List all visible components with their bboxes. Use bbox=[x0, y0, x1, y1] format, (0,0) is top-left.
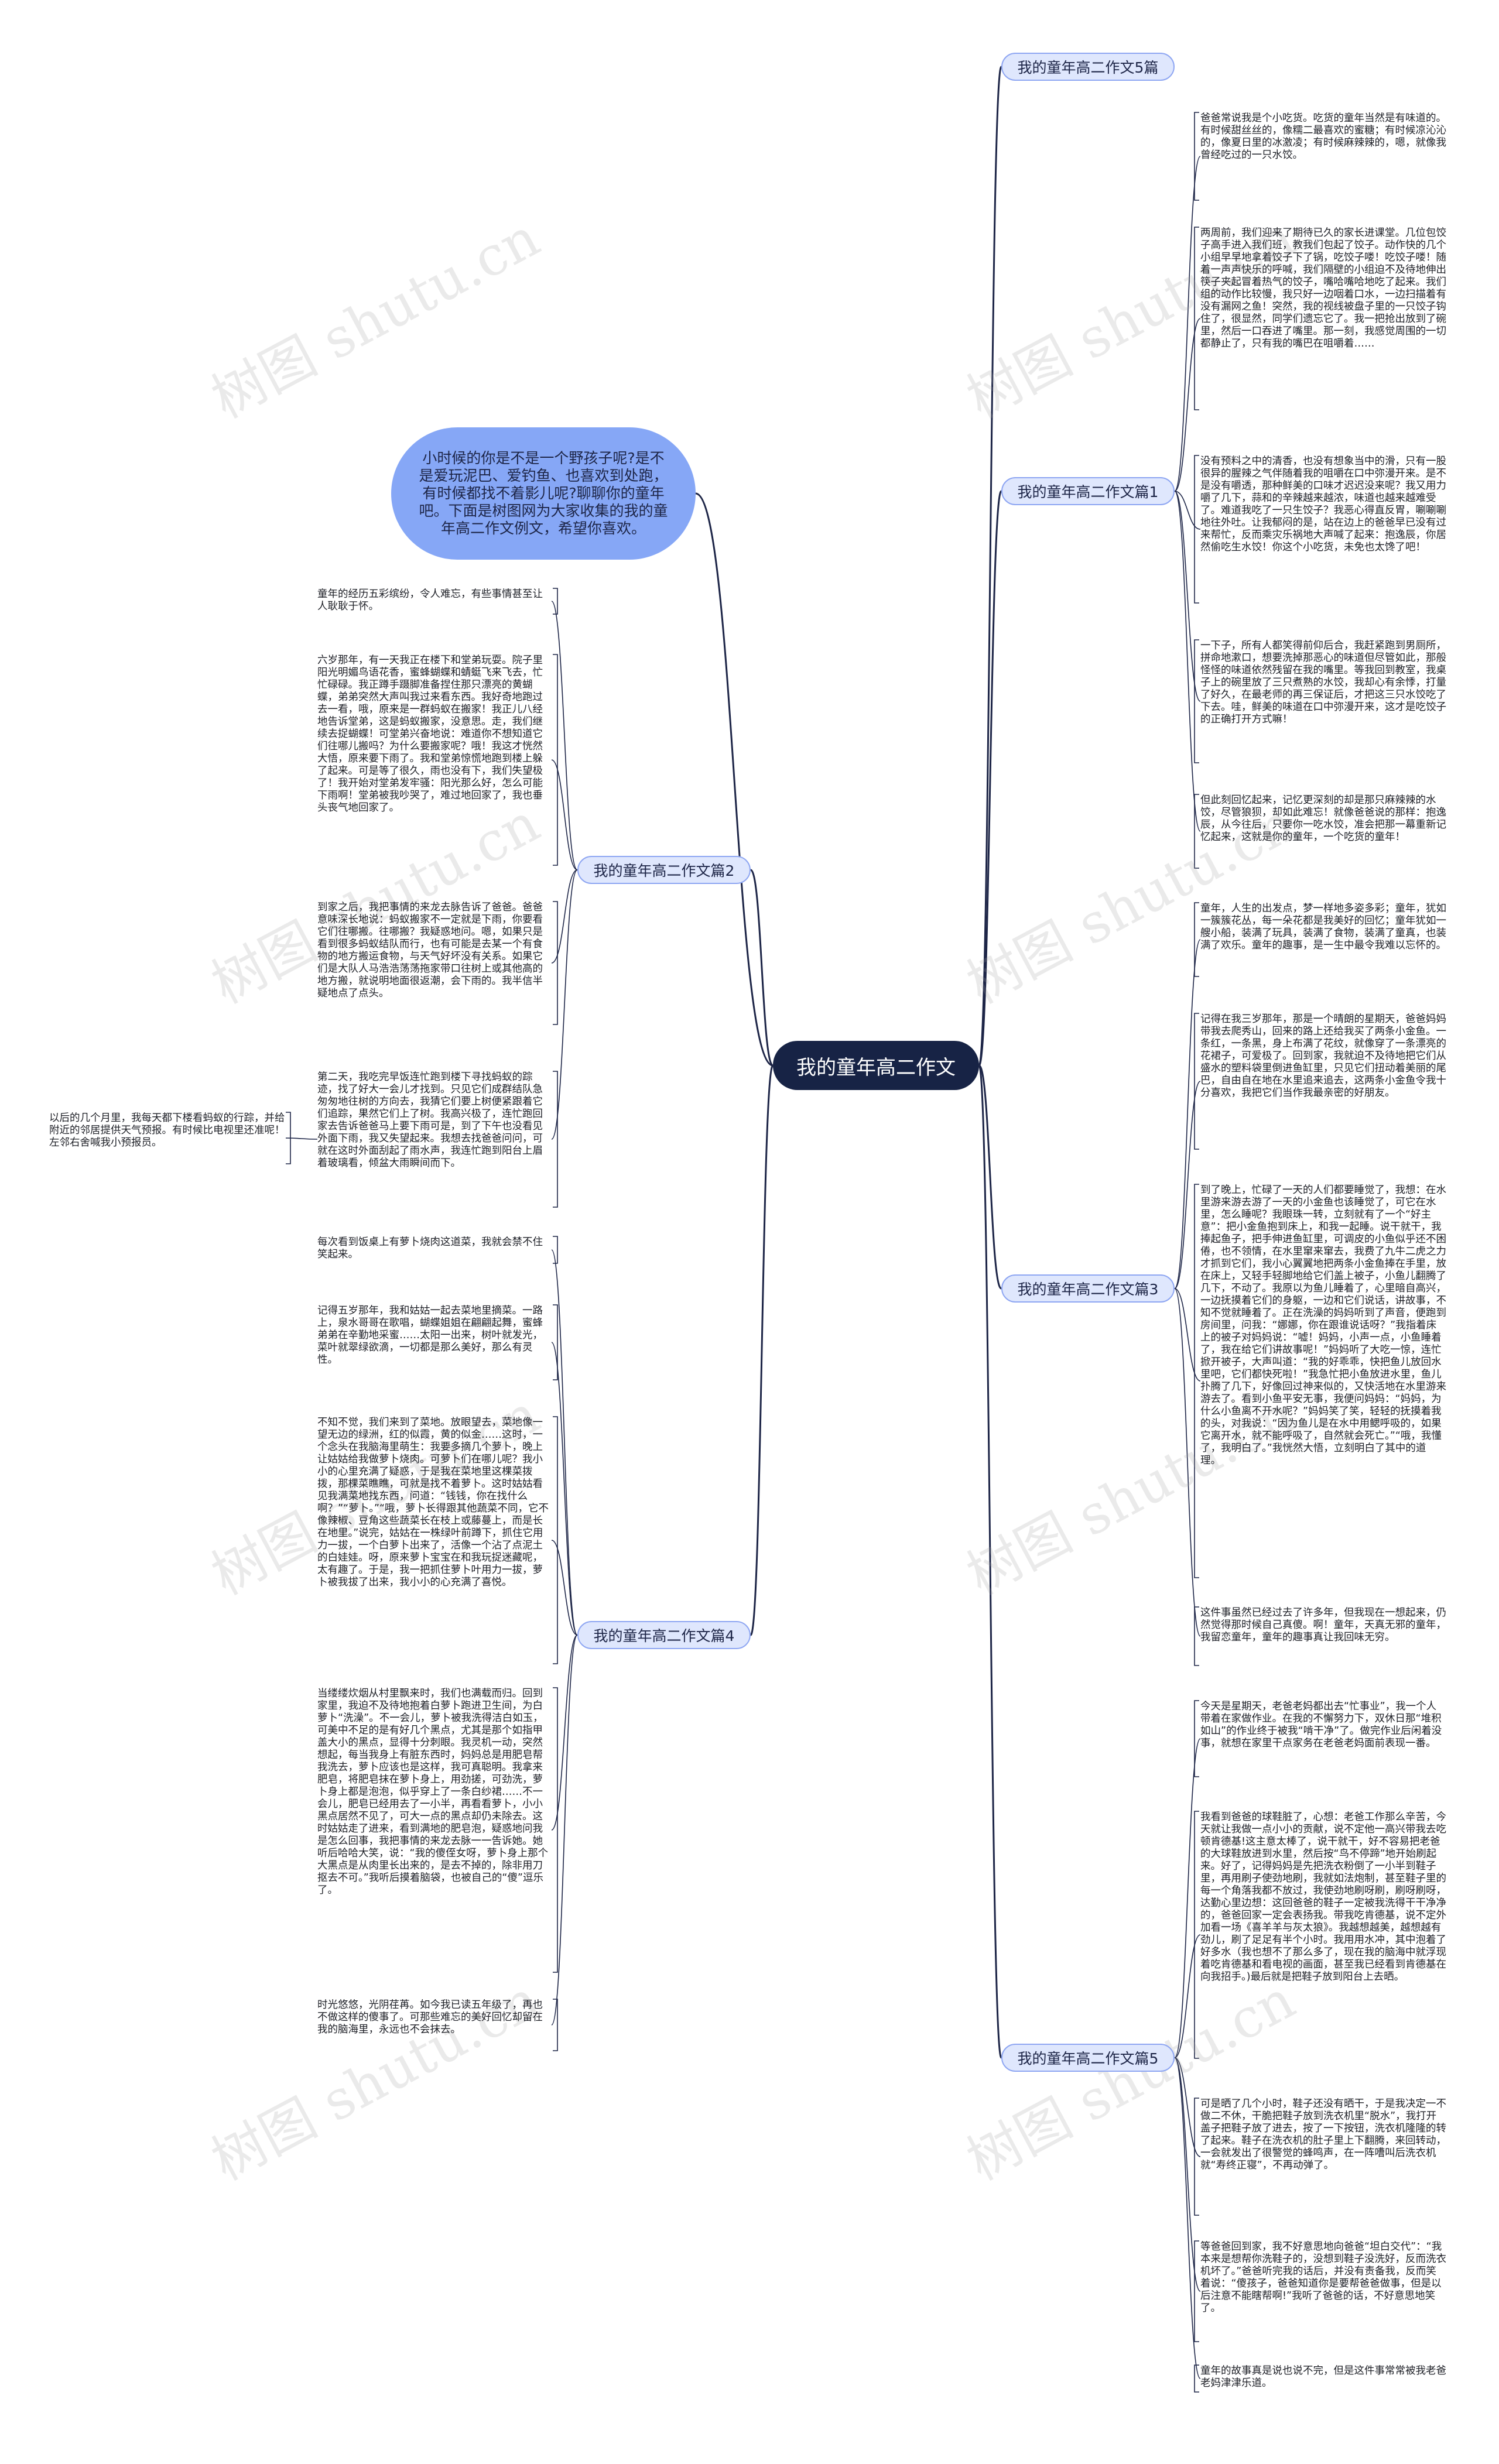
leaf-text: 以后的几个月里，我每天都下楼看蚂蚁的行踪，并给附近的邻居提供天气预报。有时候比电… bbox=[49, 1112, 285, 1149]
connector-line bbox=[750, 1064, 774, 1636]
leaf-text: 这件事虽然已经过去了许多年，但我现在一想起来，仍然觉得那时候自己真傻。啊！童年，… bbox=[1200, 1607, 1446, 1643]
connector-line bbox=[750, 869, 774, 1067]
connector-line bbox=[1174, 318, 1201, 492]
connector-line bbox=[553, 1304, 558, 1380]
connector-line bbox=[551, 869, 578, 1140]
connector-line bbox=[978, 1064, 1002, 1290]
connector-line bbox=[1194, 1606, 1199, 1666]
leaf-text: 到了晚上，忙碌了一天的人们都要睡觉了，我想：在水里游来游去游了一天的小金鱼也该睡… bbox=[1200, 1184, 1446, 1466]
connector-line bbox=[553, 654, 558, 866]
leaf-text: 当缕缕炊烟从村里飘来时，我们也满载而归。回到家里，我迫不及待地抱着白萝卜跑进卫生… bbox=[317, 1688, 549, 1896]
connector-line bbox=[1194, 1013, 1199, 1150]
leaf-text: 爸爸常说我是个小吃货。吃货的童年当然是有味道的。有时候甜丝丝的，像糯二最喜欢的蜜… bbox=[1200, 112, 1446, 161]
leaf-text: 我看到爸爸的球鞋脏了，心想：老爸工作那么辛苦，今天就让我做一点小小的贡献，说不定… bbox=[1200, 1811, 1446, 1983]
connector-line bbox=[1194, 2364, 1199, 2393]
connector-line bbox=[1174, 2057, 1201, 2292]
branch-essay-5[interactable]: 我的童年高二作文篇5 bbox=[1001, 2044, 1175, 2072]
connector-line bbox=[551, 1540, 578, 1636]
connector-line bbox=[1174, 1288, 1201, 1382]
connector-line bbox=[978, 1064, 1002, 2059]
leaf-text: 时光悠悠，光阴荏苒。如今我已读五年级了，再也不做这样的傻事了。可那些难忘的美好回… bbox=[317, 1999, 543, 2035]
center-topic[interactable]: 我的童年高二作文 bbox=[773, 1041, 979, 1090]
intro-node[interactable]: 小时候的你是不是一个野孩子呢?是不是爱玩泥巴、爱钓鱼、也喜欢到处跑，有时候都找不… bbox=[391, 427, 696, 560]
leaf-text: 记得在我三岁那年，那是一个晴朗的星期天，爸爸妈妈带我去爬秀山，回来的路上还给我买… bbox=[1200, 1013, 1446, 1099]
leaf-text: 两周前，我们迎来了期待已久的家长进课堂。几位包饺子高手进入我们班，教我们包起了饺… bbox=[1200, 227, 1446, 349]
connector-line bbox=[695, 492, 774, 1067]
connector-line bbox=[1174, 491, 1201, 530]
branch-essay-3[interactable]: 我的童年高二作文篇3 bbox=[1001, 1274, 1175, 1303]
connector-line bbox=[551, 1634, 578, 1831]
leaf-text: 每次看到饭桌上有萝卜烧肉这道菜，我就会禁不住笑起来。 bbox=[317, 1236, 543, 1260]
leaf-text: 可是晒了几个小时，鞋子还没有晒干，于是我决定一不做二不休，干脆把鞋子放到洗衣机里… bbox=[1200, 2098, 1446, 2171]
connector-line bbox=[553, 901, 558, 1025]
connector-line bbox=[551, 1634, 578, 2026]
connector-line bbox=[551, 601, 578, 871]
connector-line bbox=[553, 1071, 558, 1208]
connector-line bbox=[1194, 1184, 1199, 1578]
connector-line bbox=[1194, 2240, 1199, 2342]
connector-line bbox=[1174, 1934, 1201, 2058]
connector-line bbox=[285, 1137, 318, 1140]
connector-line bbox=[1194, 639, 1199, 763]
leaf-text: 童年的经历五彩缤纷，令人难忘，有些事情甚至让人耿耿于怀。 bbox=[317, 588, 543, 612]
branch-essay-1[interactable]: 我的童年高二作文篇1 bbox=[1001, 477, 1175, 505]
leaf-text: 记得五岁那年，我和姑姑一起去菜地里摘菜。一路上，泉水哥哥在歌唱，蝴蝶姐姐在翩翩起… bbox=[317, 1305, 543, 1366]
leaf-text: 童年，人生的出发点，梦一样地多姿多彩；童年，犹如一簇簇花丛，每一朵花都是我美好的… bbox=[1200, 903, 1446, 951]
connector-line bbox=[1194, 455, 1199, 604]
connector-line bbox=[551, 869, 578, 964]
leaf-text: 童年的故事真是说也说不完，但是这件事常常被我老爸老妈津津乐道。 bbox=[1200, 2365, 1446, 2389]
connector-line bbox=[978, 490, 1002, 1067]
leaf-text: 六岁那年，有一天我正在楼下和堂弟玩耍。院子里阳光明媚鸟语花香，蜜蜂蝴蝶和蜻蜓飞来… bbox=[317, 654, 543, 814]
connector-line bbox=[1174, 1738, 1201, 2058]
connector-line bbox=[1194, 2098, 1199, 2216]
connector-line bbox=[1174, 156, 1201, 492]
connector-line bbox=[553, 588, 558, 615]
connector-line bbox=[1174, 2057, 1201, 2157]
leaf-text: 今天是星期天，老爸老妈都出去“忙事业”，我一个人带着在家做作业。在我的不懈努力下… bbox=[1200, 1701, 1442, 1749]
branch-overview[interactable]: 我的童年高二作文5篇 bbox=[1001, 53, 1175, 81]
connector-line bbox=[1174, 491, 1201, 832]
connector-line bbox=[553, 1687, 558, 1973]
connector-line bbox=[1194, 1811, 1199, 2059]
connector-line bbox=[553, 1236, 558, 1264]
connector-line bbox=[1174, 491, 1201, 702]
connector-line bbox=[1194, 1700, 1199, 1777]
connector-line bbox=[286, 1112, 291, 1164]
connector-line bbox=[551, 759, 578, 871]
connector-line bbox=[1194, 112, 1199, 201]
leaf-text: 不知不觉，我们来到了菜地。放眼望去，菜地像一望无边的绿洲，红的似霞，黄的似金……… bbox=[317, 1417, 549, 1588]
connector-line bbox=[978, 66, 1002, 1067]
connector-line bbox=[1174, 939, 1201, 1289]
leaf-text: 第二天，我吃完早饭连忙跑到楼下寻找蚂蚁的踪迹，找了好大一会儿才找到。只见它们成群… bbox=[317, 1071, 543, 1169]
connector-line bbox=[551, 1342, 578, 1636]
connector-line bbox=[1194, 794, 1199, 869]
branch-essay-2[interactable]: 我的童年高二作文篇2 bbox=[577, 856, 751, 884]
connector-line bbox=[1174, 1288, 1201, 1637]
connector-line bbox=[1174, 2057, 1201, 2379]
connector-line bbox=[1174, 1081, 1201, 1289]
connector-line bbox=[551, 1249, 578, 1636]
connector-line bbox=[553, 1416, 558, 1664]
leaf-text: 没有预料之中的清香，也没有想象当中的滑，只有一股很异的腥辣之气伴随着我的咀嚼在口… bbox=[1200, 455, 1446, 553]
leaf-text: 但此刻回忆起来，记忆更深刻的却是那只麻辣辣的水饺，尽管狼狈，却如此难忘！就像爸爸… bbox=[1200, 794, 1446, 843]
leaf-text: 到家之后，我把事情的来龙去脉告诉了爸爸。爸爸意味深长地说：蚂蚁搬家不一定就是下雨… bbox=[317, 902, 543, 999]
connector-line bbox=[1194, 902, 1199, 977]
branch-essay-4[interactable]: 我的童年高二作文篇4 bbox=[577, 1621, 751, 1649]
leaf-text: 一下子，所有人都笑得前仰后合，我赶紧跑到男厕所，拼命地漱口，想要洗掉那恶心的味道… bbox=[1200, 640, 1446, 725]
leaf-text: 等爸爸回到家，我不好意思地向爸爸“坦白交代”：“我本来是想帮你洗鞋子的，没想到鞋… bbox=[1200, 2241, 1446, 2314]
connector-line bbox=[553, 1999, 558, 2051]
connector-line bbox=[1194, 227, 1199, 410]
